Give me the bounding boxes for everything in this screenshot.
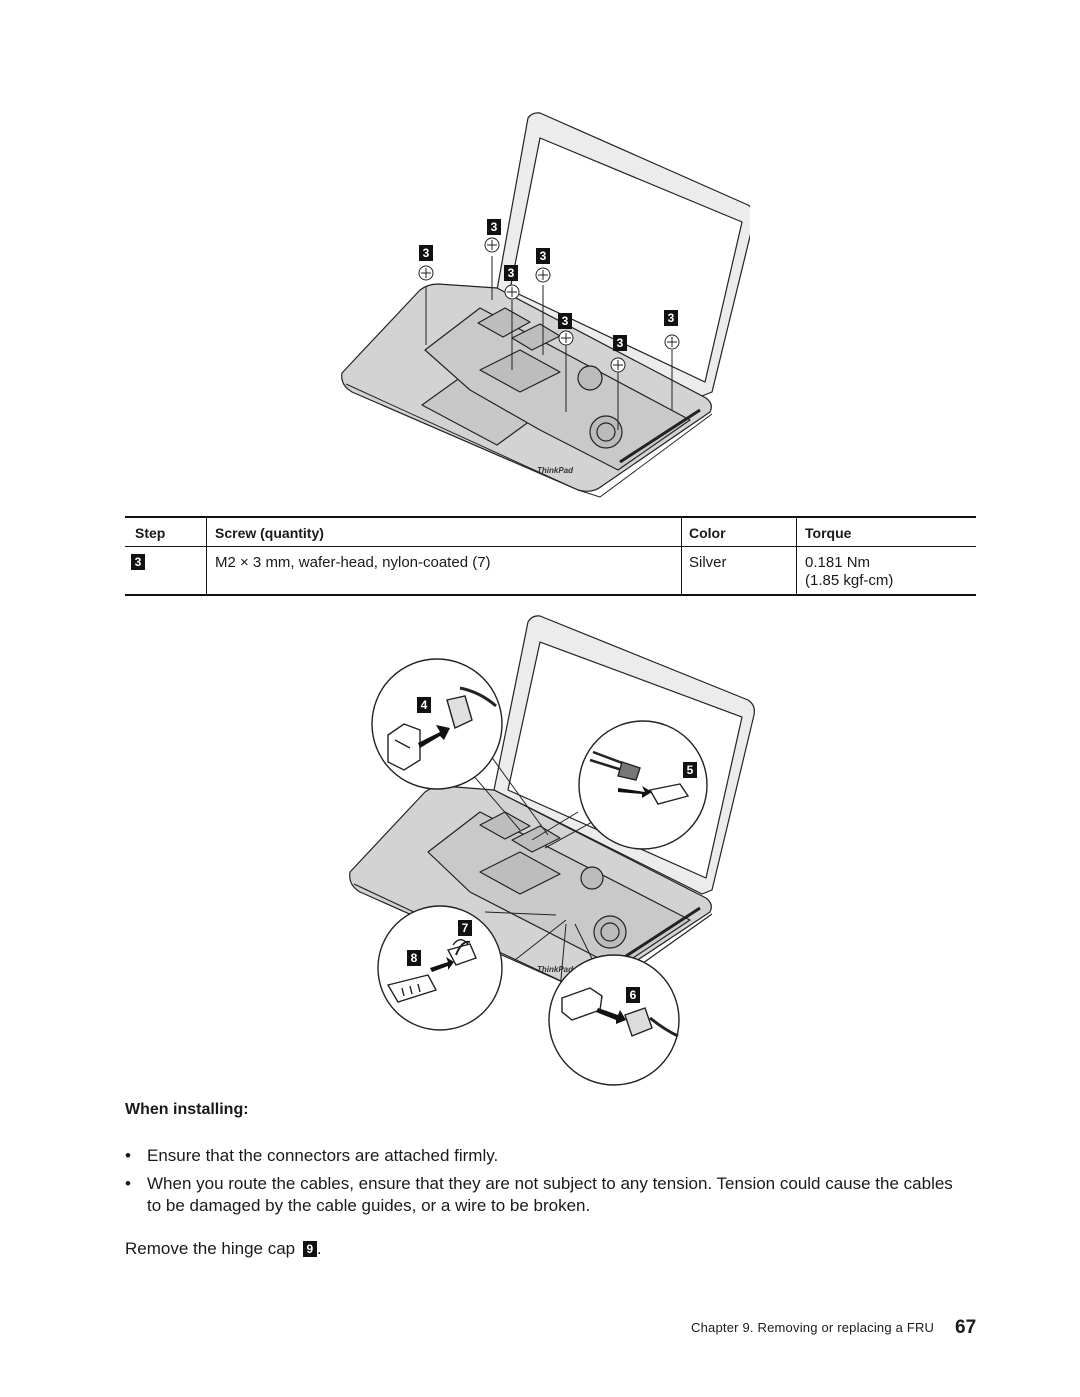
zoom-connector-6 [548, 954, 680, 1086]
callout-3: 3 [664, 310, 678, 326]
callout-3: 3 [536, 248, 550, 264]
callout-3: 3 [558, 313, 572, 329]
screw-color: Silver [689, 554, 727, 571]
header-color: Color [689, 525, 726, 541]
header-step: Step [135, 525, 166, 541]
header-screw-quantity: Screw (quantity) [215, 525, 324, 541]
fan [593, 915, 627, 949]
installing-bullet-1: • Ensure that the connectors are attache… [125, 1145, 955, 1167]
zoom-connector-7-8 [377, 905, 503, 1031]
callout-5: 5 [683, 762, 697, 778]
bullet-dot: • [125, 1146, 131, 1165]
bullet-dot: • [125, 1174, 131, 1193]
callout-4: 4 [417, 697, 431, 713]
final-step-line: Remove the hinge cap 9. [125, 1238, 322, 1260]
zoom-connector-5 [578, 720, 708, 850]
callout-3: 3 [487, 219, 501, 235]
callout-3: 3 [419, 245, 433, 261]
footer-chapter: Chapter 9. Removing or replacing a FRU [691, 1320, 935, 1335]
callout-9: 9 [302, 1241, 317, 1257]
screw-spec: M2 × 3 mm, wafer-head, nylon-coated (7) [215, 554, 491, 571]
screw-icon [504, 284, 520, 300]
fan [589, 415, 623, 449]
page-number: 67 [955, 1317, 977, 1338]
figure-screw-removal: ThinkPad [341, 112, 750, 498]
screw-icon [418, 265, 434, 281]
torque-kgf: (1.85 kgf-cm) [805, 572, 894, 589]
installing-bullet-2: • When you route the cables, ensure that… [125, 1173, 955, 1217]
callout-8: 8 [407, 950, 421, 966]
screw-icon [558, 330, 574, 346]
when-installing-heading: When installing: [125, 1101, 249, 1118]
screw-icon [535, 267, 551, 283]
screw-spec-table: Step Screw (quantity) Color Torque 3 M2 … [125, 516, 976, 598]
callout-7: 7 [458, 920, 472, 936]
figure-cable-disconnect: ThinkPad [349, 615, 755, 1086]
header-torque: Torque [805, 525, 852, 541]
bullet-text: Ensure that the connectors are attached … [147, 1146, 499, 1165]
final-step-period: . [316, 1239, 322, 1258]
torque-nm: 0.181 Nm [805, 554, 871, 571]
display-screen [509, 137, 743, 383]
figure1-logo: ThinkPad [537, 466, 574, 475]
final-step-text: Remove the hinge cap [125, 1239, 296, 1258]
screw-icon [664, 334, 680, 350]
figure2-logo: ThinkPad [537, 965, 574, 974]
callout-6: 6 [626, 987, 640, 1003]
step-badge: 3 [131, 554, 145, 570]
screw-icon [484, 237, 500, 253]
bullet-text: When you route the cables, ensure that t… [147, 1174, 953, 1215]
zoom-connector-4 [371, 658, 503, 790]
callout-3: 3 [504, 265, 518, 281]
screw-icon [610, 357, 626, 373]
callout-3: 3 [613, 335, 627, 351]
